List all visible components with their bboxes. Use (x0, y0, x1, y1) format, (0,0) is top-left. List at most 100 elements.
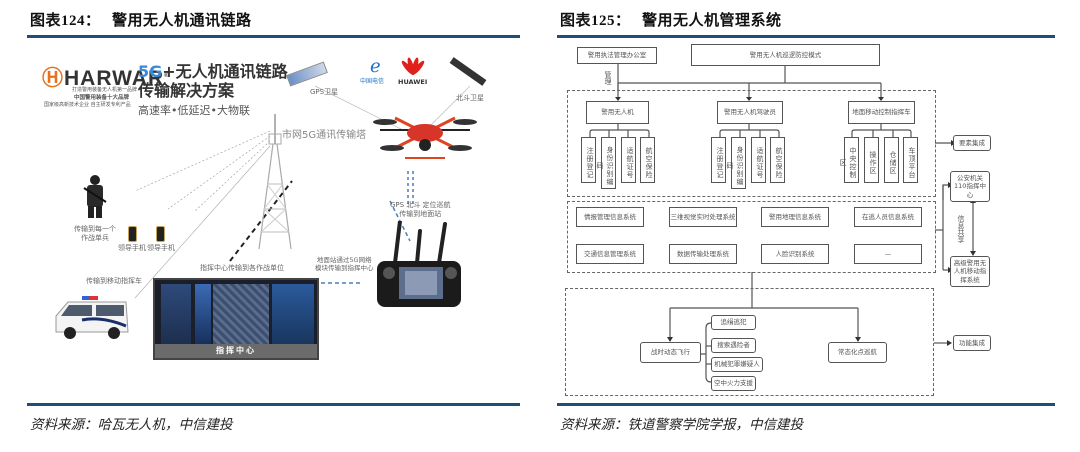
link-lines (134, 85, 471, 299)
title-line2: 传输解决方案 (138, 81, 235, 101)
elements-integration-label: 要素集成 (959, 138, 985, 147)
5g-tower-icon (255, 114, 295, 250)
routine-patrol-label: 常态化点巡航 (838, 348, 877, 357)
connector-lines (589, 63, 976, 383)
solution-subtitle: 高速率•低延迟•大物联 (138, 104, 250, 117)
title-sep: ： (85, 11, 101, 29)
system-box: 在逃人员信息系统 (854, 207, 922, 227)
wartime-flight-label: 战时动态飞行 (651, 348, 690, 357)
item-box: 航空保险 (770, 137, 785, 183)
group-vehicle-label: 地面移动控制指挥车 (852, 108, 911, 117)
system-box: 警用地理信息系统 (761, 207, 829, 227)
function-integration-box: 功能集成 (953, 335, 991, 351)
item-label: 适航证号 (756, 146, 764, 179)
logo-reg: ® (164, 73, 170, 79)
item-label: 身份识别编码 (596, 145, 614, 186)
group-pilot-label: 警用无人机驾驶员 (724, 108, 776, 117)
system-box: 人脸识别系统 (761, 244, 829, 264)
tower-label: 市网5G通讯传输塔 (282, 130, 367, 141)
mission-label: 机械犯罪嫌疑人 (714, 360, 760, 369)
system-label: 人脸识别系统 (775, 249, 815, 258)
item-box: 中央控制区 (839, 137, 859, 183)
item-label: 注册登记 (586, 146, 594, 179)
beidou-satellite-label: 北斗卫星 (456, 94, 484, 102)
source-rule-left (27, 403, 520, 406)
registration-group-container (567, 90, 936, 197)
gps-satellite-label: GPS卫星 (310, 88, 339, 96)
system-label: 情报管理信息系统 (584, 212, 636, 221)
wartime-flight-box: 战时动态飞行 (640, 342, 701, 363)
item-box: 操作区 (864, 137, 879, 183)
mission-box: 搜索遇险者 (711, 338, 756, 353)
police-drone-icon (370, 108, 480, 163)
office-box: 警用执法管理办公室 (577, 47, 657, 64)
patrol-mode-label: 警用无人机巡逻防控模式 (749, 50, 822, 59)
item-box: 仓储区 (884, 137, 899, 183)
phone-1-label: 领导手机 (118, 244, 146, 252)
system-label: 在逃人员信息系统 (862, 212, 914, 221)
flight-modes-container (565, 288, 934, 396)
elements-integration-box: 要素集成 (953, 135, 991, 151)
item-label: 仓储区 (889, 150, 897, 175)
item-label: 操作区 (869, 150, 877, 175)
title-number: 125 (591, 13, 616, 29)
title-sep: ： (615, 11, 631, 29)
uav-management-system-diagram: 警用执法管理办公室 警用无人机巡逻防控模式 管理 警用无人机 警用无人机驾驶员 … (560, 40, 1010, 398)
soldier-label: 传输到每一个 作战单兵 (74, 225, 116, 243)
item-box: 注册登记 (581, 137, 596, 183)
figure-124-title: 图表124： 警用无人机通讯链路 (30, 9, 252, 30)
patrol-mode-box: 警用无人机巡逻防控模式 (691, 44, 880, 66)
china-telecom-label: 中国电信 (360, 78, 385, 85)
routine-patrol-box: 常态化点巡航 (828, 342, 887, 363)
system-label: 交通信息管理系统 (584, 249, 636, 258)
phone-2-label: 领导手机 (147, 244, 175, 252)
systems-container (567, 201, 936, 273)
china-telecom-logo-icon: ℯ (370, 56, 381, 77)
item-box: 身份识别编码 (726, 137, 746, 189)
phone-icon (156, 226, 165, 242)
item-label: 注册登记 (716, 146, 724, 179)
item-box: 车顶平台 (903, 137, 918, 183)
command-to-units-label: 指挥中心传输到各作战单位 (200, 264, 284, 272)
beidou-link (424, 85, 471, 132)
mission-box: 追缉逃犯 (711, 315, 756, 330)
item-label: 身份识别编码 (726, 145, 744, 186)
title-text: 警用无人机通讯链路 (111, 11, 252, 29)
item-box: 身份识别编码 (596, 137, 616, 189)
mission-box: 空中火力支援 (711, 376, 756, 391)
function-integration-label: 功能集成 (959, 338, 985, 347)
group-vehicle-box: 地面移动控制指挥车 (848, 101, 915, 124)
system-box: 情报管理信息系统 (576, 207, 644, 227)
huawei-logo-icon (400, 54, 426, 76)
system-label: 数据传输处理系统 (677, 249, 729, 258)
mission-box: 机械犯罪嫌疑人 (711, 357, 763, 372)
system-box: 三维视觉实时处理系统 (669, 207, 737, 227)
brand-tagline-3: 国家级高新技术企业 自主研发专利产品 (44, 102, 131, 108)
ground-station-in-label: GPS 北斗 定位巡航 传输到地面站 (390, 201, 451, 219)
screen-panel (272, 284, 314, 344)
screen-panel (161, 284, 191, 344)
tower-soldier-link (134, 130, 271, 192)
group-uav-label: 警用无人机 (601, 108, 634, 117)
item-box: 航空保险 (640, 137, 655, 183)
title-line1: +无人机通讯链路 (162, 62, 288, 81)
solution-title: 5G+无人机通讯链路 传输解决方案 (138, 62, 288, 100)
item-label: 适航证号 (626, 146, 634, 179)
item-label: 中央控制区 (839, 146, 857, 179)
system-box: 数据传输处理系统 (669, 244, 737, 264)
logo-h-icon: Ⓗ (42, 67, 64, 90)
mission-label: 追缉逃犯 (720, 318, 747, 327)
screen-panel (195, 284, 211, 344)
item-box: 注册登记 (711, 137, 726, 183)
office-label: 警用执法管理办公室 (587, 51, 647, 60)
system-label: 警用地理信息系统 (769, 212, 821, 221)
source-rule-right (557, 403, 1055, 406)
phone-icon (128, 226, 137, 242)
mission-label: 搜索遇险者 (717, 341, 750, 350)
title-prefix: 图表 (560, 11, 592, 29)
system-label: — (884, 249, 892, 258)
harwar-logo: ⒽHARWAR® (42, 62, 170, 92)
tower-phone1-link (167, 135, 271, 210)
system-box: 交通信息管理系统 (576, 244, 644, 264)
title-rule-right (557, 35, 1055, 38)
